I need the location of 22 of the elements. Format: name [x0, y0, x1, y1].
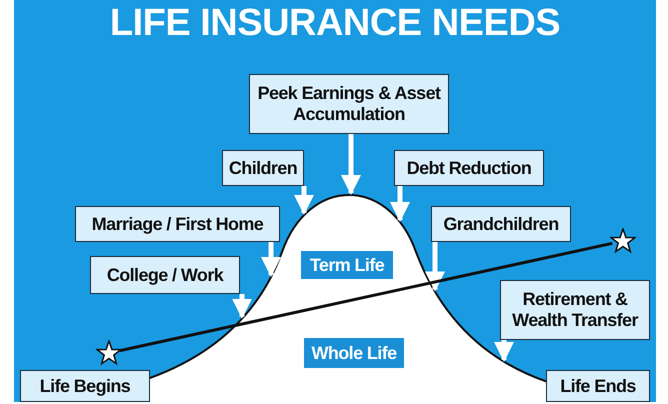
title: LIFE INSURANCE NEEDS [108, 2, 562, 45]
label-box: Debt Reduction [394, 150, 544, 186]
curve-label: Term Life [299, 249, 395, 281]
curve-label: Whole Life [302, 336, 406, 370]
star-shape [96, 340, 122, 366]
label-box: Grandchildren [431, 206, 571, 242]
arrow [425, 242, 445, 292]
label-box: Peek Earnings & Asset Accumulation [249, 74, 449, 134]
label-box: College / Work [90, 256, 240, 294]
arrow [232, 294, 252, 319]
arrow [294, 186, 314, 215]
arrow [494, 340, 514, 362]
arrow [341, 134, 361, 196]
arrow [261, 242, 281, 278]
label-box: Retirement & Wealth Transfer [500, 280, 650, 340]
label-box: Life Ends [546, 370, 650, 402]
divider-line [119, 242, 613, 352]
label-box: Marriage / First Home [75, 206, 280, 242]
star-shape [610, 228, 636, 254]
label-box: Children [222, 150, 304, 186]
arrow [390, 186, 410, 222]
label-box: Life Begins [20, 370, 150, 402]
